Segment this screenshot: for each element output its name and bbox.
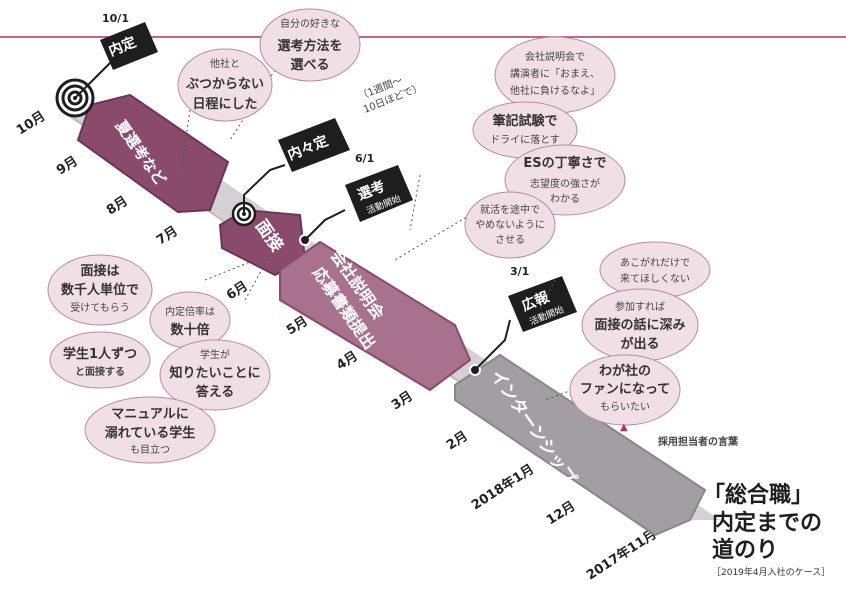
title-caption: ［2019年4月入社のケース］ (712, 566, 830, 578)
bubble-b2-line-1: 他社と (210, 57, 240, 70)
bubble-b12-line-2: 来てほしくない (620, 273, 690, 285)
month-oct: 10月 (14, 109, 48, 139)
month-aug: 8月 (104, 194, 131, 219)
bubble-b5-line-1: ESの丁寧さで (523, 155, 606, 171)
milestone-senko: 6/1 選考 活動開始 (345, 152, 413, 222)
milestone-naitei: 10/1 内定 (100, 12, 158, 70)
bubble-b11: マニュアルに 溺れている学生 も目立つ (84, 396, 216, 464)
bubble-b13: 参加すれば 面接の話に深み が出る (581, 288, 699, 362)
milestone-koho-date: 3/1 (510, 265, 529, 278)
bubble-b2-line-2: ぶつからない (185, 77, 264, 92)
bubble-b7: 面接は 数千人単位で 受けてもらう (47, 254, 153, 326)
milestone-nainaitei: 内々定 （1週間〜 10日ほどで） (278, 74, 424, 172)
bubble-b2-line-3: 日程にした (192, 97, 257, 112)
bubble-b5-line-2: 志望度の強さが (530, 177, 600, 190)
month-jun: 6月 (224, 279, 251, 304)
bubble-b7-line-1: 面接は (80, 263, 119, 279)
legend-text: 採用担当者の言葉 (658, 435, 739, 448)
legend: ▲ 採用担当者の言葉 (620, 422, 739, 448)
title-block: 「総合職」 内定までの 道のり ［2019年4月入社のケース］ (703, 482, 830, 578)
bubble-b13-line-3: が出る (620, 336, 659, 352)
bubble-b6: 就活を途中で やめないように させる (464, 191, 556, 259)
bubble-b4: 筆記試験で ドライに落とす (472, 101, 578, 159)
bubble-b6-line-2: やめないように (475, 219, 545, 231)
bubble-b10-line-2: 知りたいことに (169, 365, 260, 381)
bubble-b7-line-2: 数千人単位で (61, 282, 139, 298)
month-sep: 9月 (54, 154, 81, 179)
month-feb: 2月 (444, 429, 471, 454)
bubble-b13-line-1: 参加すれば (615, 300, 665, 313)
bubble-b9-line-1: 学生1人ずつ (63, 346, 137, 362)
bubble-b9: 学生1人ずつ と面接する (49, 331, 151, 389)
month-dec: 12月 (544, 499, 578, 529)
bubble-b1-line-2: 選考方法を (277, 38, 342, 54)
bubble-b13-line-2: 面接の話に深み (594, 317, 685, 333)
bubble-b14-line-2: ファンになって (580, 382, 670, 397)
milestone-naitei-date: 10/1 (102, 12, 129, 25)
title-line-2: 内定までの (712, 510, 822, 536)
bubble-b1: 自分の好きな 選考方法を 選べる (259, 8, 361, 82)
bubble-b8-line-1: 内定倍率は (165, 305, 215, 318)
title-line-3: 道のり (712, 537, 778, 563)
milestone-senko-date: 6/1 (355, 152, 374, 165)
bubble-b11-line-1: マニュアルに (111, 407, 189, 422)
bubble-b1-line-3: 選べる (290, 57, 329, 73)
bubble-b14: わが社の ファンになって もらいたい (569, 354, 681, 426)
bubble-b4-line-1: 筆記試験で (492, 113, 557, 129)
legend-mark-icon: ▲ (620, 422, 628, 433)
bubble-b9-line-2: と面接する (75, 365, 125, 378)
stage-natsukoshi: 夏選考など (76, 93, 230, 214)
bubble-b6-line-3: させる (495, 234, 525, 246)
bubble-b10-line-1: 学生が (200, 348, 230, 361)
bubble-b12-line-1: あこがれだけで (620, 256, 690, 269)
bubble-b10-line-3: 答える (196, 384, 235, 400)
milestone-koho: 3/1 広報 活動開始 (508, 265, 577, 332)
bubble-b14-line-3: もらいたい (600, 401, 650, 413)
month-may: 5月 (284, 314, 311, 339)
bubble-b14-line-1: わが社の (599, 363, 651, 379)
stage-setsumeikai: 会社説明会 応募書類提出 (279, 240, 472, 392)
bubble-b12: あこがれだけで 来てほしくない (599, 241, 711, 299)
bubble-b10: 学生が 知りたいことに 答える (159, 339, 271, 411)
bubble-b4-line-2: ドライに落とす (490, 134, 560, 146)
bubble-b3-line-2: 講演者に「おまえ、 (510, 67, 600, 80)
bubble-b11-line-3: も目立つ (130, 443, 170, 456)
month-jan: 2018年1月 (468, 461, 536, 513)
bubble-b1-line-1: 自分の好きな (280, 17, 340, 30)
bubble-b3-line-1: 会社説明会で (525, 50, 585, 63)
bubble-b5-line-3: わかる (550, 193, 580, 205)
bubble-b11-line-2: 溺れている学生 (105, 425, 196, 441)
month-apr: 4月 (334, 349, 361, 374)
bubble-b7-line-3: 受けてもらう (70, 302, 130, 314)
month-mar: 3月 (389, 389, 416, 414)
bubble-b8-line-2: 数十倍 (170, 322, 209, 338)
title-line-1: 「総合職」 (703, 482, 813, 508)
month-nov: 2017年11月 (583, 526, 659, 583)
bubble-b3: 会社説明会で 講演者に「おまえ、 他社に負けるなよ」 (494, 36, 616, 114)
bubble-b2: 他社と ぶつからない 日程にした (177, 48, 273, 122)
bubble-b3-line-3: 他社に負けるなよ」 (510, 84, 600, 97)
bubble-b6-line-1: 就活を途中で (480, 203, 540, 216)
bubble-b5: ESの丁寧さで 志望度の強さが わかる (504, 144, 626, 216)
month-jul: 7月 (154, 224, 181, 249)
